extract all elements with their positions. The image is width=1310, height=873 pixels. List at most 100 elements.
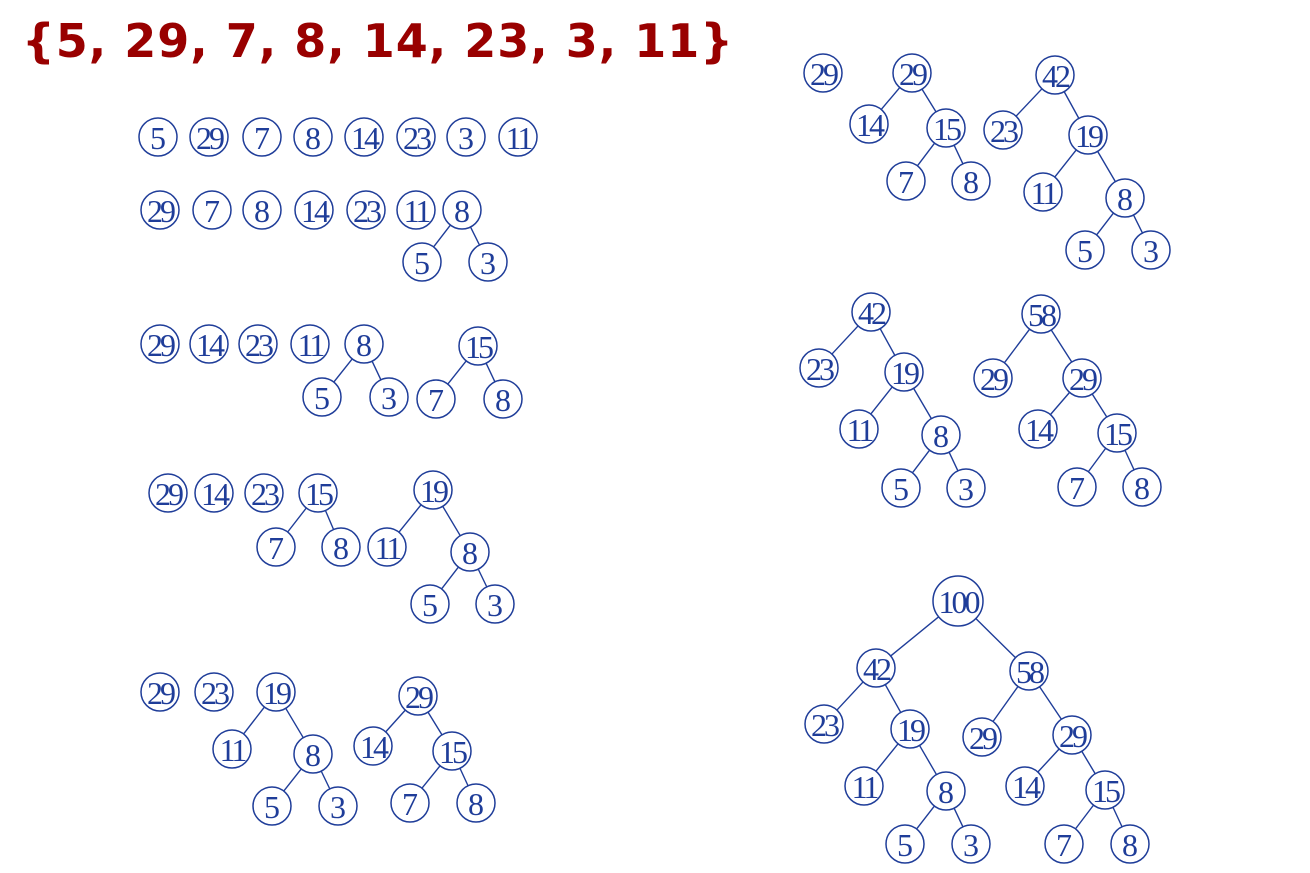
tree-node: 8 xyxy=(456,783,496,823)
node-value: 8 xyxy=(938,774,954,810)
tree-edge xyxy=(1091,393,1108,418)
tree-node: 5 xyxy=(410,584,450,624)
node-value: 14 xyxy=(196,327,225,363)
node-circle xyxy=(194,473,234,513)
node-circle xyxy=(475,584,515,624)
tree-edge xyxy=(1015,88,1043,117)
node-value: 11 xyxy=(220,732,247,768)
node-circle xyxy=(483,379,523,419)
node-circle xyxy=(1105,178,1145,218)
node-circle xyxy=(450,532,490,572)
node-circle xyxy=(148,473,188,513)
tree-edge xyxy=(918,745,938,775)
node-value: 7 xyxy=(268,530,284,566)
tree-edge xyxy=(1039,686,1062,720)
node-value: 11 xyxy=(375,530,402,566)
tree-node: 19 xyxy=(256,672,296,712)
node-circle xyxy=(892,53,932,93)
node-circle xyxy=(1009,651,1049,691)
tree-node: 29 xyxy=(398,676,438,716)
node-value: 8 xyxy=(333,530,349,566)
node-value: 58 xyxy=(1028,297,1056,333)
tree-edge xyxy=(953,144,964,165)
tree-edge xyxy=(921,88,937,113)
tree-node: 8 xyxy=(293,734,333,774)
tree-node: 8 xyxy=(1105,178,1145,218)
node-circle xyxy=(1110,824,1150,864)
tree-edge xyxy=(916,142,936,167)
node-value: 19 xyxy=(897,712,925,748)
node-value: 5 xyxy=(893,471,909,507)
node-value: 15 xyxy=(305,476,333,512)
node-value: 5 xyxy=(414,245,430,281)
node-value: 14 xyxy=(1012,769,1041,805)
tree-node: 5 xyxy=(138,117,178,157)
tree-node: 23 xyxy=(799,348,839,388)
page-title: {5, 29, 7, 8, 14, 23, 3, 11} xyxy=(22,14,735,68)
tree-node: 15 xyxy=(458,326,498,366)
node-value: 29 xyxy=(899,56,927,92)
tree-edge xyxy=(287,507,307,533)
tree-node: 58 xyxy=(1021,294,1061,334)
node-circle xyxy=(398,676,438,716)
node-circle xyxy=(1005,766,1045,806)
tree-node: 14 xyxy=(194,473,234,513)
node-circle xyxy=(1035,55,1075,95)
node-circle xyxy=(1065,230,1105,270)
node-value: 7 xyxy=(402,786,418,822)
tree-node: 19 xyxy=(413,470,453,510)
node-value: 8 xyxy=(454,193,470,229)
node-circle xyxy=(294,190,334,230)
tree-edge xyxy=(1074,804,1095,830)
tree-edge xyxy=(911,449,931,474)
node-value: 29 xyxy=(196,120,224,156)
node-circle xyxy=(140,672,180,712)
tree-edge xyxy=(285,707,304,739)
tree-edge xyxy=(1087,447,1107,473)
tree-edge xyxy=(913,388,932,419)
node-circle xyxy=(1021,294,1061,334)
node-circle xyxy=(926,771,966,811)
node-value: 15 xyxy=(1092,773,1120,809)
node-value: 23 xyxy=(990,113,1018,149)
node-circle xyxy=(851,292,891,332)
tree-edge xyxy=(1050,329,1073,363)
tree-node: 29 xyxy=(1062,358,1102,398)
node-value: 8 xyxy=(305,737,321,773)
tree-node: 19 xyxy=(1068,115,1108,155)
node-circle xyxy=(804,704,844,744)
tree-node: 11 xyxy=(290,324,330,364)
tree-node: 29 xyxy=(140,324,180,364)
node-value: 7 xyxy=(204,193,220,229)
tree-node: 15 xyxy=(432,731,472,771)
node-value: 7 xyxy=(254,120,270,156)
tree-edge xyxy=(880,87,901,110)
node-circle xyxy=(367,527,407,567)
tree-edge xyxy=(1054,149,1077,178)
node-value: 15 xyxy=(1104,416,1132,452)
node-value: 8 xyxy=(356,327,372,363)
tree-edge xyxy=(992,686,1019,722)
tree-edge xyxy=(975,618,1016,659)
tree-edge xyxy=(1037,748,1060,773)
node-circle xyxy=(456,783,496,823)
node-circle xyxy=(244,473,284,513)
node-circle xyxy=(921,415,961,455)
tree-node: 23 xyxy=(194,672,234,712)
node-value: 29 xyxy=(147,675,175,711)
tree-node: 5 xyxy=(1065,230,1105,270)
tree-node: 23 xyxy=(346,190,386,230)
node-circle xyxy=(410,584,450,624)
node-value: 23 xyxy=(806,351,834,387)
tree-edge xyxy=(477,568,488,588)
node-circle xyxy=(983,110,1023,150)
node-circle xyxy=(446,117,486,157)
node-value: 15 xyxy=(933,111,961,147)
node-circle xyxy=(946,468,986,508)
node-circle xyxy=(416,379,456,419)
tree-edge xyxy=(1049,391,1071,416)
node-circle xyxy=(926,108,966,148)
